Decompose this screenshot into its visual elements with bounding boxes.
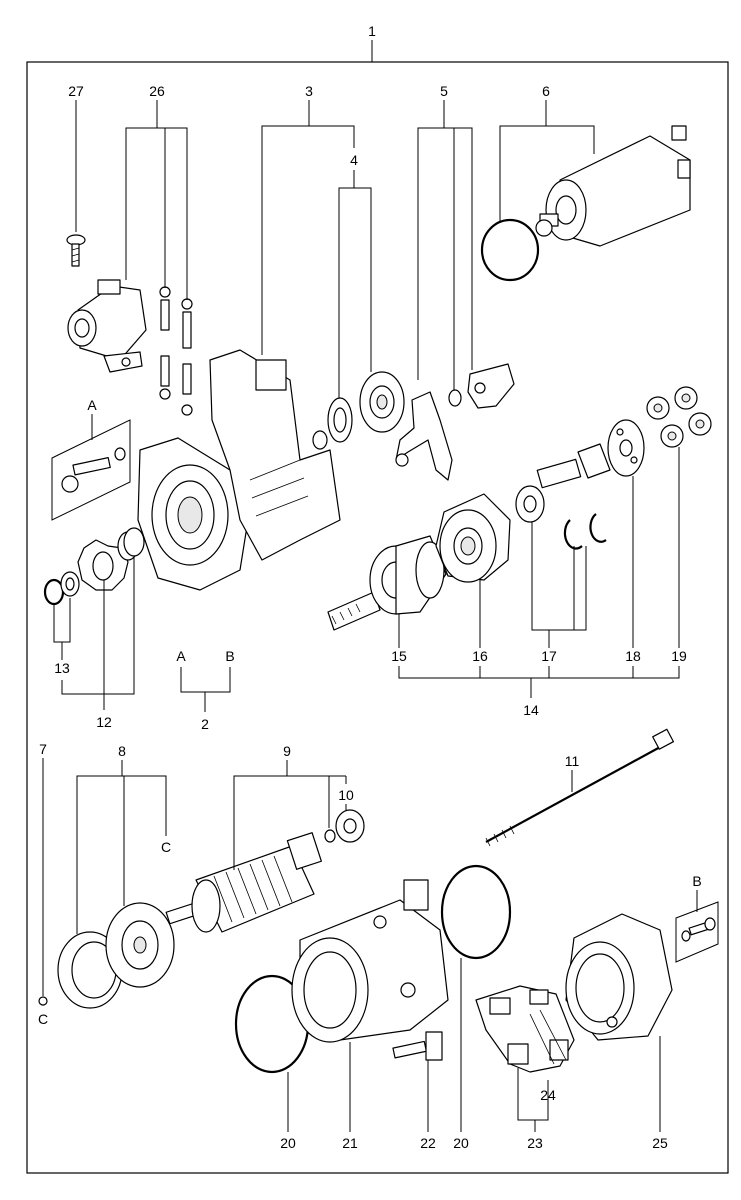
callout-17: 17 bbox=[541, 648, 557, 664]
part-10-bearing bbox=[335, 809, 365, 843]
callout-7: 7 bbox=[39, 741, 47, 757]
part-15-pinion-shaft bbox=[327, 535, 447, 631]
callout-25: 25 bbox=[652, 1135, 668, 1151]
callout-9: 9 bbox=[283, 743, 291, 759]
callout-20-left: 20 bbox=[280, 1135, 296, 1151]
callout-4: 4 bbox=[350, 152, 358, 168]
callout-8: 8 bbox=[118, 743, 126, 759]
callout-12: 12 bbox=[96, 714, 112, 730]
letter-b-ref: B bbox=[225, 648, 234, 664]
callout-23: 23 bbox=[527, 1135, 543, 1151]
part-4-bearing bbox=[327, 371, 405, 443]
callout-27: 27 bbox=[68, 83, 84, 99]
part-22-pin bbox=[392, 1031, 443, 1061]
callout-6: 6 bbox=[542, 83, 550, 99]
detail-a-bolt bbox=[51, 419, 131, 521]
part-18-planet-carrier bbox=[536, 419, 645, 489]
callout-2: 2 bbox=[201, 716, 209, 732]
part-26-relay bbox=[67, 279, 193, 416]
letter-a-detail: A bbox=[87, 397, 97, 413]
part-21-yoke bbox=[291, 879, 449, 1043]
callout-10: 10 bbox=[338, 787, 354, 803]
callout-18: 18 bbox=[625, 648, 641, 664]
detail-b-bolt bbox=[675, 901, 719, 963]
callout-21: 21 bbox=[342, 1135, 358, 1151]
callout-5: 5 bbox=[440, 83, 448, 99]
letter-a-ref: A bbox=[176, 648, 186, 664]
callout-19: 19 bbox=[671, 648, 687, 664]
part-3-front-housing bbox=[137, 349, 341, 591]
part-19-planet-gears bbox=[646, 386, 712, 448]
callout-16: 16 bbox=[472, 648, 488, 664]
part-20-o-ring-right bbox=[440, 864, 512, 960]
part-13-snap-ring bbox=[43, 571, 80, 606]
part-8-seal-plate bbox=[57, 902, 175, 1009]
letter-c-top: C bbox=[161, 839, 171, 855]
callout-13: 13 bbox=[54, 660, 70, 676]
part-23-brush-holder bbox=[475, 985, 575, 1073]
callout-11: 11 bbox=[565, 753, 580, 769]
callout-15: 15 bbox=[391, 648, 407, 664]
callout-20-right: 20 bbox=[453, 1135, 469, 1151]
part-9-armature bbox=[165, 829, 336, 933]
part-6-solenoid bbox=[480, 125, 691, 282]
callout-14: 14 bbox=[523, 702, 539, 718]
callout-24: 24 bbox=[540, 1087, 556, 1103]
part-7-ball bbox=[38, 996, 48, 1006]
callout-22: 22 bbox=[420, 1135, 436, 1151]
callout-3: 3 bbox=[305, 83, 313, 99]
part-12-pinion bbox=[77, 527, 145, 591]
part-16-clutch-housing bbox=[435, 493, 511, 583]
letter-c-bottom: C bbox=[38, 1011, 48, 1027]
part-11-through-bolt bbox=[485, 728, 675, 847]
assembly-frame bbox=[26, 61, 729, 1174]
callout-1: 1 bbox=[368, 23, 376, 39]
part-27-screw bbox=[66, 234, 86, 267]
part-5-shift-lever bbox=[395, 363, 515, 481]
part-25-rear-cover bbox=[565, 913, 673, 1041]
part-17-washer-clips bbox=[515, 485, 607, 550]
letter-b-detail: B bbox=[692, 873, 701, 889]
callout-26: 26 bbox=[149, 83, 165, 99]
